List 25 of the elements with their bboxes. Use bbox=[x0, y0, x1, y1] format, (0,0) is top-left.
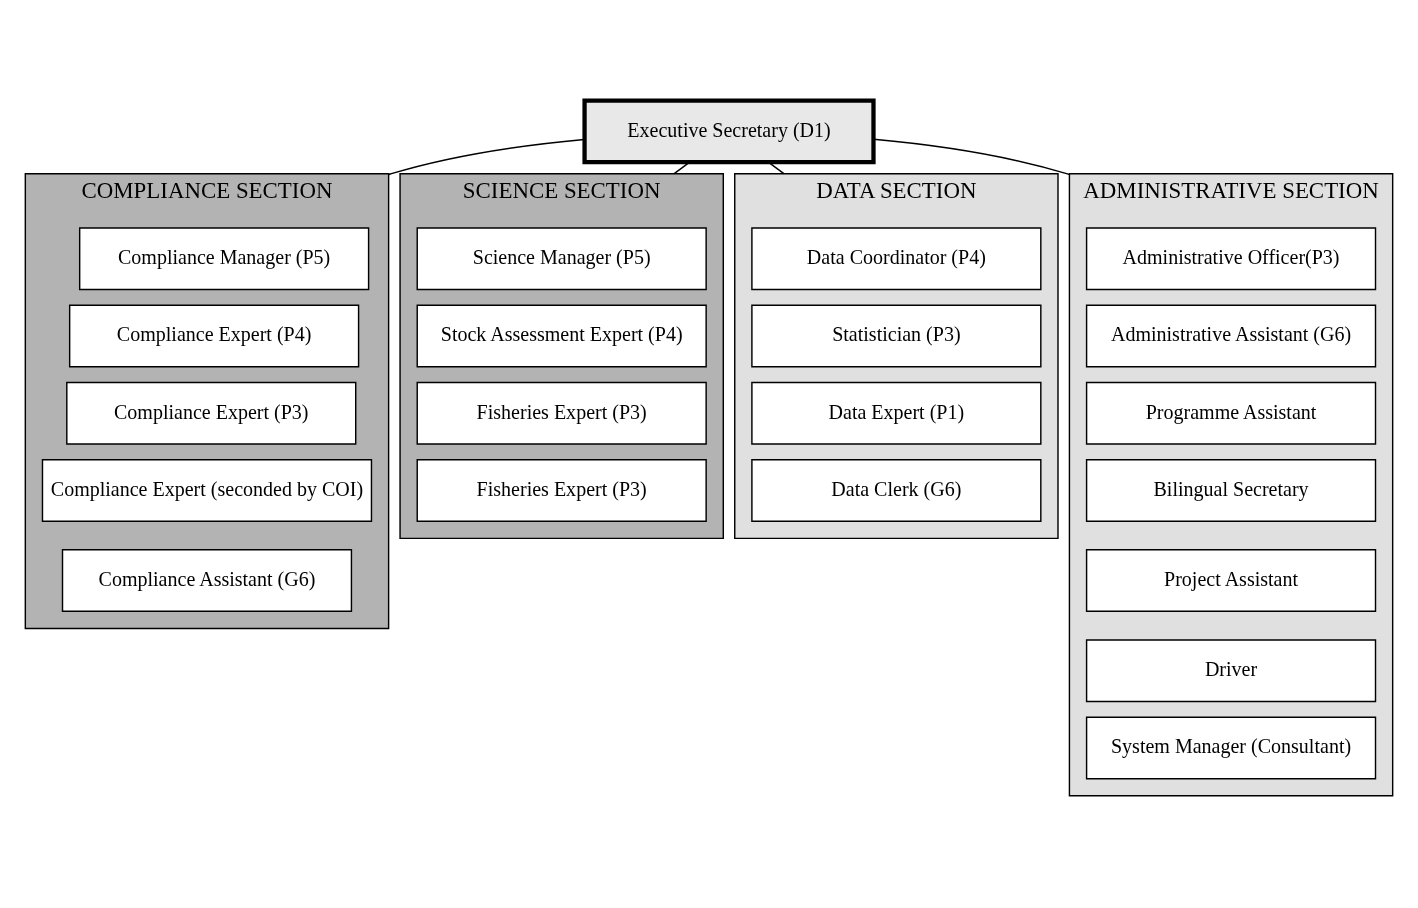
node-box: Fisheries Expert (P3) bbox=[416, 459, 707, 522]
node-box: Project Assistant bbox=[1085, 549, 1377, 613]
connector bbox=[673, 161, 691, 175]
node-box: Administrative Assistant (G6) bbox=[1085, 304, 1377, 368]
connector bbox=[767, 161, 785, 175]
connector bbox=[873, 138, 1071, 176]
node-box: Fisheries Expert (P3) bbox=[416, 381, 707, 445]
node-box: Bilingual Secretary bbox=[1085, 459, 1377, 522]
node-box: Compliance Assistant (G6) bbox=[61, 549, 353, 613]
node-box: Data Expert (P1) bbox=[751, 381, 1042, 445]
node-box: Compliance Expert (seconded by COI) bbox=[41, 459, 373, 522]
node-box: Driver bbox=[1085, 639, 1377, 703]
node-box: Statistician (P3) bbox=[751, 304, 1042, 368]
node-box: Compliance Expert (P4) bbox=[68, 304, 360, 368]
node-box: Science Manager (P5) bbox=[416, 227, 707, 291]
node-box: Compliance Manager (P5) bbox=[78, 227, 370, 291]
node-box: Data Clerk (G6) bbox=[751, 459, 1042, 522]
node-box: Stock Assessment Expert (P4) bbox=[416, 304, 707, 368]
connector bbox=[387, 138, 586, 176]
node-box: Administrative Officer(P3) bbox=[1085, 227, 1377, 291]
node-box: Data Coordinator (P4) bbox=[751, 227, 1042, 291]
node-box: Executive Secretary (D1) bbox=[582, 98, 876, 165]
node-box: System Manager (Consultant) bbox=[1085, 716, 1377, 780]
node-box: Compliance Expert (P3) bbox=[66, 381, 357, 445]
node-box: Programme Assistant bbox=[1085, 381, 1377, 445]
